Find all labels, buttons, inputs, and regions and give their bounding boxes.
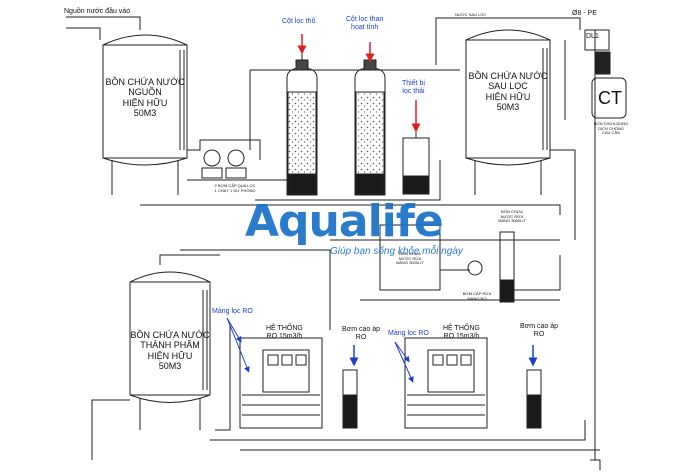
product-water-tank [129, 271, 211, 430]
brand-tagline: Giúp bạn sống khỏe mỗi ngày [330, 246, 463, 257]
coarse-filter-column [286, 50, 318, 196]
coarse-filter-label: Cột lọc thô [282, 18, 316, 25]
dl1-label: DL1 [586, 33, 599, 40]
line-note: NƯỚC SAU LỌC [455, 12, 487, 17]
brand-logo: Aqualife [245, 196, 444, 247]
raw-water-tank [102, 34, 188, 195]
wash-pump [467, 231, 515, 303]
feed-pumps [187, 139, 300, 181]
ct-label: CT [598, 88, 622, 108]
ro2-membrane-label: Màng lọc RO [388, 330, 429, 337]
filtered-water-tank [465, 29, 551, 195]
pipe-spec-label: Ø8 - PE [572, 10, 597, 17]
ro-system-2 [404, 337, 542, 429]
ro-system-1 [239, 337, 358, 429]
source-water-label: Nguồn nước đầu vào [64, 8, 131, 15]
wash-water-tank [379, 224, 441, 291]
antiscalant-tank [584, 29, 627, 119]
carbon-filter-column [354, 59, 386, 196]
ro1-membrane-label: Màng lọc RO [212, 308, 253, 315]
